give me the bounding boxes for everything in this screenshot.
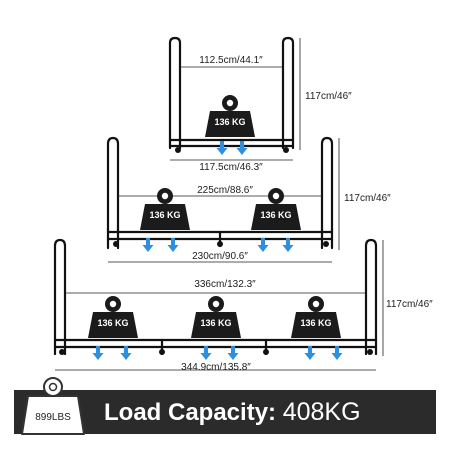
top-rack-frame (168, 36, 295, 153)
weight-icon: 136 KG (88, 296, 138, 338)
capacity-value: 408KG (282, 398, 361, 426)
bottom-weight-label-1: 136 KG (97, 318, 128, 328)
bottom-outer-width-label: 344.9cm/135.8″ (181, 362, 251, 373)
down-arrow-icon (282, 238, 294, 252)
weight-icon: 136 KG (140, 188, 190, 230)
middle-height-label: 117cm/46″ (344, 193, 391, 204)
weight-icon: 136 KG (251, 188, 301, 230)
middle-inner-width-label: 225cm/88.6″ (197, 185, 253, 196)
weight-badge-icon: 899LBS (21, 377, 85, 435)
middle-rack: 225cm/88.6″ 117cm/46″ 136 KG 136 KG 230c… (106, 136, 391, 263)
bottom-weight-label-3: 136 KG (300, 318, 331, 328)
weight-icon: 136 KG (291, 296, 341, 338)
capacity-label: Load Capacity: (104, 399, 277, 426)
top-weight-label: 136 KG (214, 117, 245, 127)
middle-rack-frame (106, 136, 334, 250)
load-capacity-banner (14, 390, 436, 434)
middle-weight-label-2: 136 KG (260, 210, 291, 220)
down-arrow-icon (257, 238, 269, 252)
down-arrow-icon (236, 141, 248, 155)
load-capacity-text: Load Capacity: 408KG (104, 393, 361, 431)
top-rack: 112.5cm/44.1″ 117cm/46″ 136 KG 117.5cm/4… (168, 36, 352, 173)
down-arrow-icon (167, 238, 179, 252)
down-arrow-icon (216, 141, 228, 155)
top-height-label: 117cm/46″ (305, 91, 352, 102)
badge-label: 899LBS (35, 412, 71, 423)
bottom-height-label: 117cm/46″ (386, 299, 433, 310)
weight-icon: 136 KG (191, 296, 241, 338)
middle-outer-width-label: 230cm/90.6″ (192, 251, 248, 262)
bottom-rack-frame (53, 238, 378, 356)
down-arrow-icon (142, 238, 154, 252)
bottom-rack: 336cm/132.3″ 117cm/46″ 136 KG 136 KG 136… (53, 238, 433, 373)
weight-icon: 136 KG (205, 95, 255, 137)
top-inner-width-label: 112.5cm/44.1″ (199, 55, 263, 66)
bottom-weight-label-2: 136 KG (200, 318, 231, 328)
bottom-inner-width-label: 336cm/132.3″ (194, 279, 256, 290)
middle-weight-label-1: 136 KG (149, 210, 180, 220)
top-outer-width-label: 117.5cm/46.3″ (199, 162, 263, 173)
